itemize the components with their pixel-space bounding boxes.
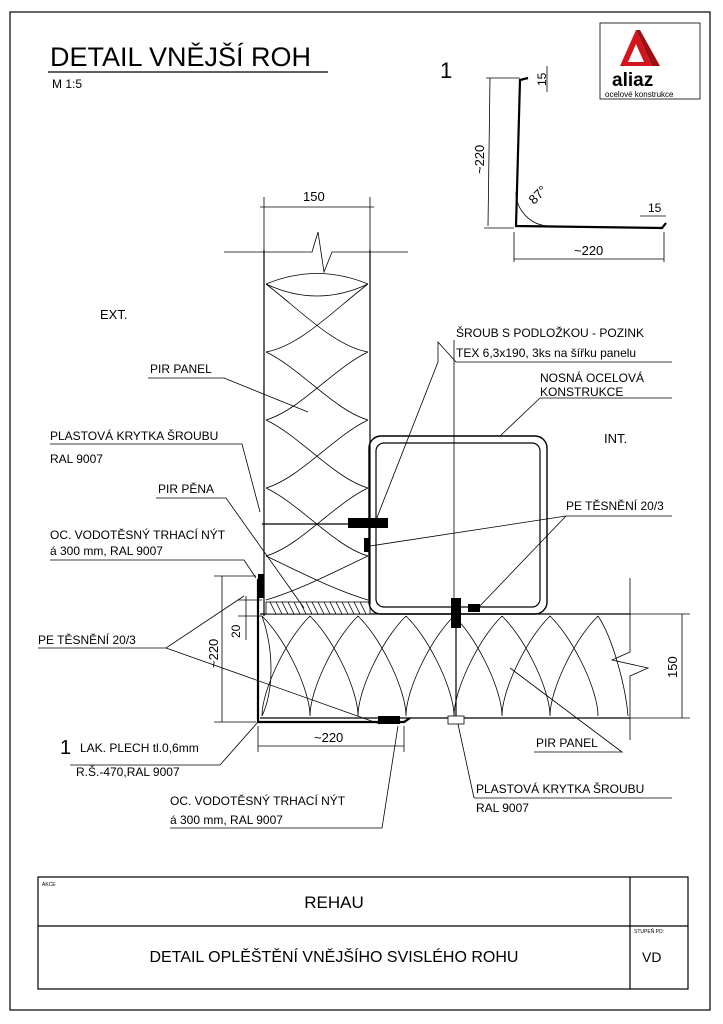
logo-frame [599, 22, 701, 100]
label-rivet-top: OC. VODOTĚSNÝ TRHACÍ NÝT [50, 527, 226, 542]
label-pir-panel-bottom: PIR PANEL [536, 736, 598, 750]
dim-wall-thickness: 150 [260, 189, 374, 262]
drawing-scale: M 1:5 [52, 77, 82, 91]
drawing-title: DETAIL VNĚJŠÍ ROH [50, 41, 311, 72]
profile-angle: 87° [526, 183, 551, 208]
title-block-stage: VD [642, 949, 661, 965]
title-block-project: REHAU [304, 893, 364, 912]
seal-strip-right [468, 604, 480, 612]
label-ext: EXT. [100, 307, 127, 322]
corner-flashing [256, 575, 411, 724]
label-rivet-top-spacing: á 300 mm, RAL 9007 [50, 544, 163, 558]
seal-strip [364, 538, 370, 552]
dim-offset-20-text: 20 [229, 624, 243, 638]
logo-brand: aliaz [612, 70, 653, 91]
screw-top [262, 518, 388, 528]
dim-corner-width: ~220 [257, 726, 405, 752]
label-rivet-bottom: OC. VODOTĚSNÝ TRHACÍ NÝT [170, 793, 346, 808]
detail-number: 1 [440, 58, 452, 83]
logo-tagline: ocelové konstrukce [605, 90, 674, 99]
label-steel-2: KONSTRUKCE [540, 385, 623, 399]
label-rivet-bottom-spacing: á 300 mm, RAL 9007 [170, 813, 283, 827]
dim-panel-thickness-text: 150 [665, 656, 680, 678]
label-cap-top: PLASTOVÁ KRYTKA ŠROUBU [50, 428, 218, 443]
title-block-description: DETAIL OPLĚŠTĚNÍ VNĚJŠÍHO SVISLÉHO ROHU [150, 947, 519, 966]
company-logo: aliaz ocelové konstrukce [599, 22, 701, 100]
profile-dim-height-line [487, 77, 491, 227]
title-block-stage-label: STUPEŇ PD: [634, 928, 664, 935]
label-cap-top-ral: RAL 9007 [50, 452, 103, 466]
sheet-profile-sketch: 87° ~220 15 ~220 15 [472, 66, 667, 262]
rivet-top [258, 574, 264, 598]
profile-angle-arc [515, 191, 551, 227]
title-block-akce-label: AKCE [42, 882, 56, 888]
dim-wall-thickness-text: 150 [303, 189, 325, 204]
dim-panel-thickness: 150 [630, 613, 690, 719]
pir-foam-hatch [269, 601, 367, 615]
logo-triangle-white [628, 44, 644, 62]
profile-dim-bottom-hem: 15 [648, 201, 662, 215]
vertical-pir-panel [224, 231, 408, 616]
screw-bottom [447, 598, 465, 725]
profile-dim-width: ~220 [574, 243, 603, 258]
dim-corner-height-text: ~220 [206, 639, 221, 668]
label-screw-spec: TEX 6,3x190, 3ks na šířku panelu [456, 346, 636, 360]
label-pir-panel-top: PIR PANEL [150, 362, 212, 376]
sheet-border [9, 11, 711, 1011]
profile-dim-top-hem: 15 [535, 72, 549, 86]
dim-corner-width-text: ~220 [314, 730, 343, 745]
label-pir-foam: PIR PĚNA [158, 481, 214, 496]
title-block: AKCE REHAU DETAIL OPLĚŠTĚNÍ VNĚJŠÍHO SVI… [37, 876, 689, 990]
label-sheet-spec: R.Š.-470,RAL 9007 [76, 764, 180, 779]
steel-tube [368, 435, 548, 615]
leader-lines [38, 340, 672, 829]
pir-foam-strip [265, 601, 371, 615]
label-seal-right: PE TĚSNĚNÍ 20/3 [566, 498, 664, 513]
profile-outline [514, 76, 667, 230]
logo-triangle-grey [636, 30, 660, 66]
dim-corner-height: ~220 [206, 575, 256, 723]
label-cap-bottom-ral: RAL 9007 [476, 801, 529, 815]
label-cap-bottom: PLASTOVÁ KRYTKA ŠROUBU [476, 781, 644, 796]
rivet-bottom [378, 716, 400, 724]
label-screw: ŠROUB S PODLOŽKOU - POZINK [456, 325, 644, 340]
dim-offset-20: 20 [229, 596, 262, 640]
label-sheet-number: 1 [60, 737, 71, 759]
label-steel: NOSNÁ OCELOVÁ [540, 370, 644, 385]
label-seal-left: PE TĚSNĚNÍ 20/3 [38, 632, 136, 647]
label-int: INT. [604, 431, 627, 446]
profile-dim-height: ~220 [472, 145, 487, 174]
label-sheet: LAK. PLECH tl.0,6mm [80, 741, 199, 755]
